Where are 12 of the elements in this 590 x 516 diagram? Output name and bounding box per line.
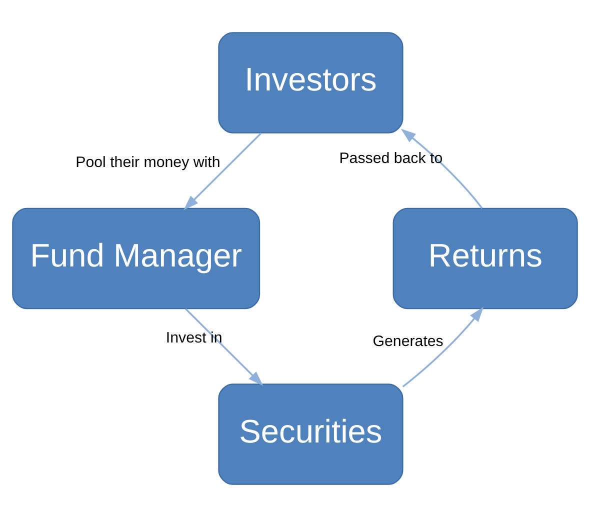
node-box: Fund Manager <box>12 207 260 309</box>
edge-label: Invest in <box>166 329 222 346</box>
arrow <box>402 306 484 387</box>
node-box: Returns <box>392 207 578 309</box>
edge-label: Generates <box>372 332 444 350</box>
arrow <box>184 132 262 210</box>
arrow <box>400 128 483 208</box>
edge-label: Passed back to <box>339 149 443 166</box>
node-box: Investors <box>218 32 404 133</box>
arrow <box>185 308 264 386</box>
edge-label: Pool their money with <box>76 153 220 170</box>
node-box: Securities <box>218 383 404 484</box>
